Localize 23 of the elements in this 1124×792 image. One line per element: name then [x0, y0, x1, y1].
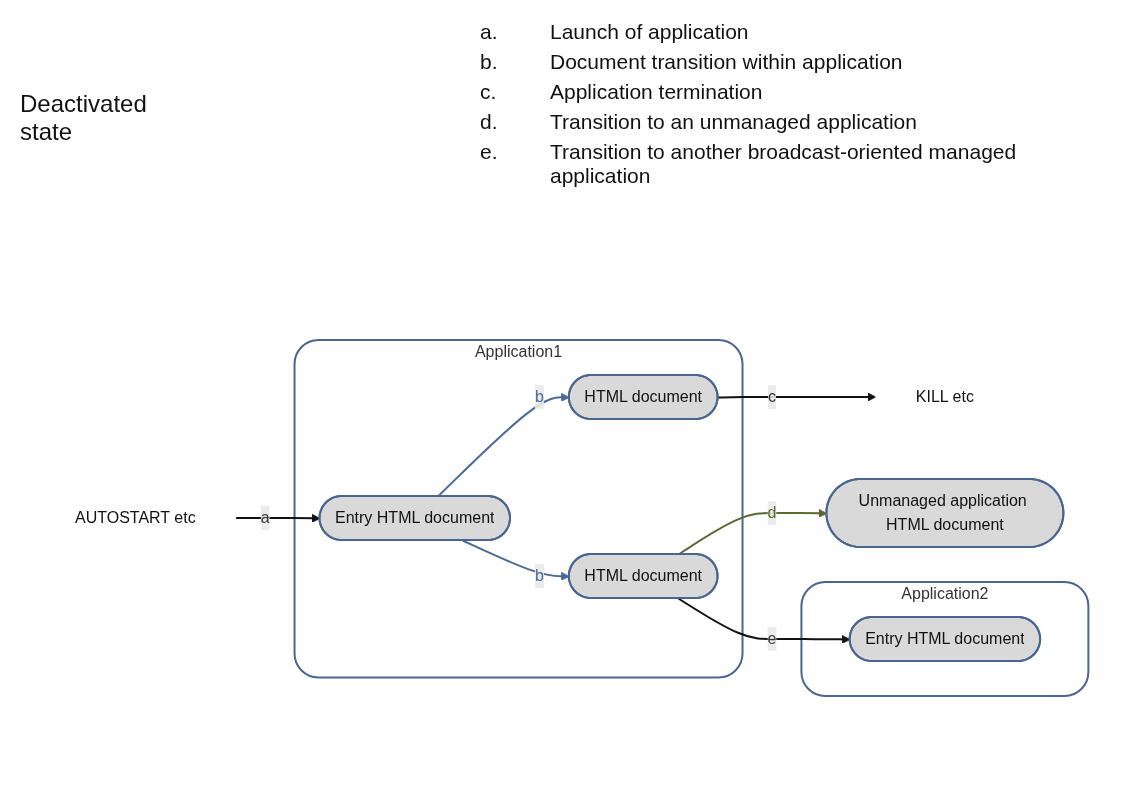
list-item-text: Document transition within application: [550, 50, 904, 74]
edge-label: d: [767, 503, 777, 521]
list-marker: b.: [480, 50, 499, 74]
edge-label: b: [535, 566, 545, 584]
region-label: Deactivated state: [20, 90, 148, 146]
node-text: AUTOSTART etc: [75, 508, 196, 526]
list-item-text: Launch of application: [550, 20, 750, 44]
edge-label: a: [260, 508, 270, 526]
list-marker: e.: [480, 140, 499, 165]
arrow: [717, 392, 877, 401]
arrow: [234, 513, 321, 523]
list-item-text: Transition to an unmanaged application: [550, 110, 918, 134]
list-item-text: Application termination: [550, 80, 764, 104]
arrow: [677, 597, 851, 644]
node-text: KILL etc: [916, 387, 975, 405]
list-marker: a.: [480, 20, 499, 44]
edge-label: b: [535, 387, 545, 405]
edge-label: e: [767, 629, 777, 647]
list-item-text: Transition to another broadcast-oriented managed application: [550, 140, 1018, 188]
arrow: [677, 508, 828, 555]
list-marker: d.: [480, 110, 499, 134]
list-marker: c.: [480, 80, 498, 104]
edge-label: c: [768, 387, 777, 405]
